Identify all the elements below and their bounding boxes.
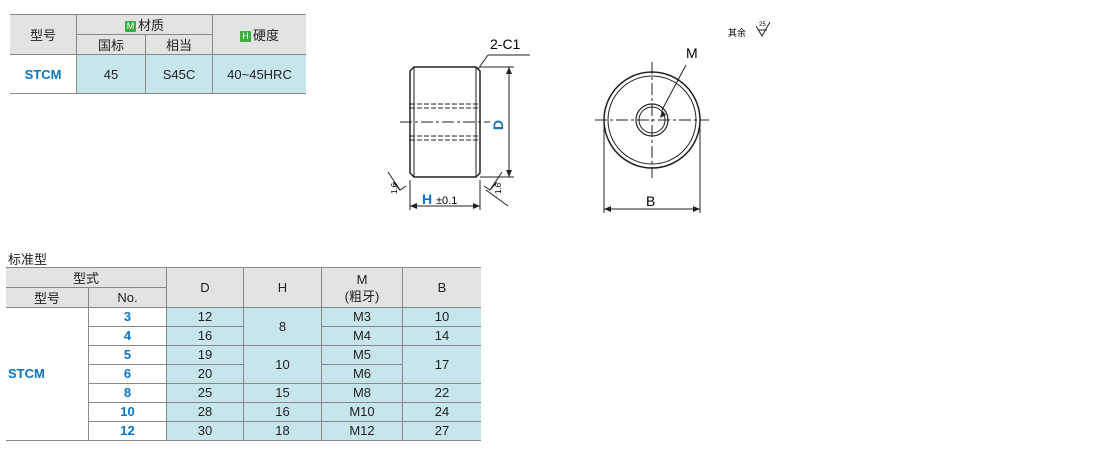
row-h: 16 <box>243 402 322 422</box>
table-row: 5 19 10 M5 17 <box>6 345 481 384</box>
roughness-right: 1.6 <box>494 182 503 194</box>
row-h: 18 <box>243 421 322 441</box>
header-b: B <box>402 267 481 308</box>
row-b: 27 <box>402 421 481 441</box>
table-row: 12 30 18 M12 27 <box>6 421 481 441</box>
row-no: 10 <box>88 402 167 422</box>
h-label: H <box>422 191 432 207</box>
h-tolerance: ±0.1 <box>436 195 457 207</box>
row-m: M8 <box>321 383 403 403</box>
table-row: 6 20 M6 <box>6 364 481 384</box>
row-m: M10 <box>321 402 403 422</box>
header-no: No. <box>88 287 167 308</box>
spec-table: 型式 D H M(粗牙) B 型号 No. STCM 3 12 8 M3 10 … <box>6 267 481 441</box>
row-m: M6 <box>321 364 403 384</box>
row-no: 6 <box>88 364 167 384</box>
row-m: M5 <box>321 345 403 365</box>
row-d: 19 <box>166 345 244 365</box>
row-b: 17 <box>402 345 481 384</box>
row-d: 16 <box>166 326 244 346</box>
material-hardness: 40~45HRC <box>212 54 306 94</box>
row-d: 28 <box>166 402 244 422</box>
header-type: 型式 <box>6 267 167 288</box>
header-equiv: 相当 <box>145 34 213 55</box>
d-label: D <box>490 120 506 130</box>
m-label: M <box>686 45 698 61</box>
table-row: 4 16 M4 14 <box>6 326 481 346</box>
header-d: D <box>166 267 244 308</box>
row-h: 10 <box>243 345 322 384</box>
material-badge-icon: M <box>124 21 136 32</box>
roughness-left: 1.6 <box>390 182 399 194</box>
row-b: 22 <box>402 383 481 403</box>
technical-drawing: 2-C1 M D H ±0.1 B 1.6 1.6 其余 25 <box>387 21 771 213</box>
chamfer-label: 2-C1 <box>490 36 521 52</box>
row-m: M3 <box>321 307 403 327</box>
spec-title: 标准型 <box>8 252 48 267</box>
row-m: M12 <box>321 421 403 441</box>
row-b: 10 <box>402 307 481 327</box>
header-model: 型号 <box>10 14 77 55</box>
table-row: STCM 3 12 8 M3 10 <box>6 307 481 441</box>
row-no: 3 <box>88 307 167 327</box>
b-label: B <box>646 193 655 209</box>
row-no: 5 <box>88 345 167 365</box>
row-no: 8 <box>88 383 167 403</box>
row-b: 14 <box>402 326 481 346</box>
row-no: 4 <box>88 326 167 346</box>
material-model: STCM <box>10 54 77 94</box>
material-gb: 45 <box>76 54 146 94</box>
row-m: M4 <box>321 326 403 346</box>
row-d: 12 <box>166 307 244 327</box>
hardness-badge-icon: H <box>239 31 251 42</box>
material-equiv: S45C <box>145 54 213 94</box>
row-no: 12 <box>88 421 167 441</box>
other-roughness-value: 25 <box>759 22 766 28</box>
header-gb: 国标 <box>76 34 146 55</box>
header-m: M(粗牙) <box>321 267 403 308</box>
row-d: 20 <box>166 364 244 384</box>
table-row: 8 25 15 M8 22 <box>6 383 481 403</box>
other-roughness-prefix: 其余 <box>728 27 746 39</box>
row-d: 25 <box>166 383 244 403</box>
row-h: 15 <box>243 383 322 403</box>
row-h: 8 <box>243 307 322 346</box>
row-model: STCM <box>6 307 89 441</box>
header-h: H <box>243 267 322 308</box>
row-b: 24 <box>402 402 481 422</box>
header-model: 型号 <box>6 287 89 308</box>
row-d: 30 <box>166 421 244 441</box>
